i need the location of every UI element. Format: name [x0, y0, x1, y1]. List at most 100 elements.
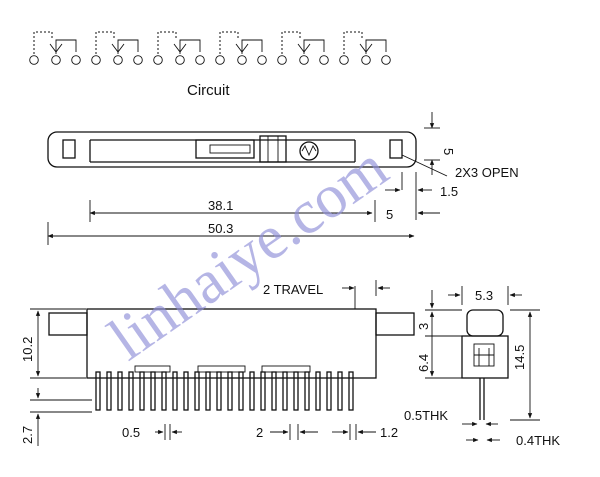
circuit-contact	[381, 55, 391, 65]
circuit-arrow-icon	[297, 43, 311, 53]
side-view-dimensions	[30, 280, 390, 446]
circuit-contact	[237, 55, 247, 65]
logo-icon	[299, 141, 319, 161]
dim-0-5: 0.5	[122, 425, 140, 440]
circuit-diagram	[29, 31, 391, 65]
circuit-contact	[113, 55, 123, 65]
pin	[106, 371, 112, 411]
circuit-contact	[153, 55, 163, 65]
end-view-dimensions	[425, 286, 540, 443]
pin	[128, 371, 134, 411]
contact-block	[261, 365, 311, 373]
circuit-dashed-link	[157, 31, 177, 54]
actuator-knob	[259, 135, 287, 163]
pin	[348, 371, 354, 411]
pin	[326, 371, 332, 411]
circuit-solid-link	[241, 39, 263, 54]
circuit-contact	[29, 55, 39, 65]
circuit-unit	[29, 31, 81, 65]
contact-block	[134, 365, 171, 373]
dim-50-3: 50.3	[208, 221, 233, 236]
actuator-slot-inner	[209, 144, 251, 154]
end-view	[461, 309, 509, 420]
pin	[249, 371, 255, 411]
left-tab	[48, 312, 88, 336]
dim-38-1: 38.1	[208, 198, 233, 213]
dim-1-5: 1.5	[440, 184, 458, 199]
top-view-dimensions	[47, 112, 440, 245]
circuit-dashed-link	[219, 31, 239, 54]
circuit-contact	[51, 55, 61, 65]
dim-1-2: 1.2	[380, 425, 398, 440]
label-2x3-open: 2X3 OPEN	[455, 165, 519, 180]
dim-2-7: 2.7	[20, 426, 35, 444]
pin	[117, 371, 123, 411]
circuit-contact	[361, 55, 371, 65]
dim-5-mid: 5	[386, 207, 393, 222]
circuit-contact	[133, 55, 143, 65]
dim-5-3: 5.3	[475, 288, 493, 303]
circuit-solid-link	[117, 39, 139, 54]
circuit-solid-link	[365, 39, 387, 54]
dim-5-top: 5	[441, 148, 456, 155]
circuit-contact	[319, 55, 329, 65]
circuit-unit	[215, 31, 267, 65]
pin	[315, 371, 321, 411]
circuit-unit	[153, 31, 205, 65]
dim-6-4: 6.4	[416, 354, 431, 372]
dim-0-4thk: 0.4THK	[516, 433, 560, 448]
circuit-unit	[91, 31, 143, 65]
end-cap	[466, 309, 504, 337]
circuit-dashed-link	[343, 31, 363, 54]
left-hole	[62, 139, 76, 159]
circuit-dashed-link	[33, 31, 53, 54]
dim-0-5thk: 0.5THK	[404, 408, 448, 423]
dim-3: 3	[416, 323, 431, 330]
pin	[172, 371, 178, 411]
circuit-contact	[299, 55, 309, 65]
side-view	[48, 286, 415, 379]
pin	[337, 371, 343, 411]
right-tab	[375, 312, 415, 336]
right-hole	[389, 139, 403, 159]
circuit-unit	[339, 31, 391, 65]
circuit-arrow-icon	[235, 43, 249, 53]
circuit-contact	[195, 55, 205, 65]
circuit-label: Circuit	[187, 82, 230, 99]
dim-14-5: 14.5	[512, 345, 527, 370]
circuit-contact	[91, 55, 101, 65]
circuit-contact	[277, 55, 287, 65]
circuit-solid-link	[55, 39, 77, 54]
side-view-pins	[95, 365, 354, 411]
contact-block	[197, 365, 246, 373]
circuit-solid-link	[179, 39, 201, 54]
circuit-arrow-icon	[111, 43, 125, 53]
circuit-dashed-link	[281, 31, 301, 54]
circuit-dashed-link	[95, 31, 115, 54]
top-view	[47, 131, 448, 177]
circuit-unit	[277, 31, 329, 65]
circuit-arrow-icon	[359, 43, 373, 53]
pin	[183, 371, 189, 411]
circuit-arrow-icon	[173, 43, 187, 53]
logo-icon-wave	[301, 145, 317, 157]
leader-line	[401, 154, 448, 177]
dim-2: 2	[256, 425, 263, 440]
pin	[95, 371, 101, 411]
circuit-arrow-icon	[49, 43, 63, 53]
circuit-contact	[175, 55, 185, 65]
circuit-contact	[339, 55, 349, 65]
circuit-contact	[71, 55, 81, 65]
watermark: linhaiye.com	[97, 133, 400, 373]
end-body	[461, 335, 509, 379]
dim-2-travel: 2 TRAVEL	[263, 282, 323, 297]
pin	[194, 371, 200, 411]
dim-10-2: 10.2	[20, 337, 35, 362]
circuit-contact	[257, 55, 267, 65]
slider-body	[47, 131, 417, 168]
actuator-slot	[195, 139, 255, 159]
circuit-contact	[215, 55, 225, 65]
circuit-solid-link	[303, 39, 325, 54]
